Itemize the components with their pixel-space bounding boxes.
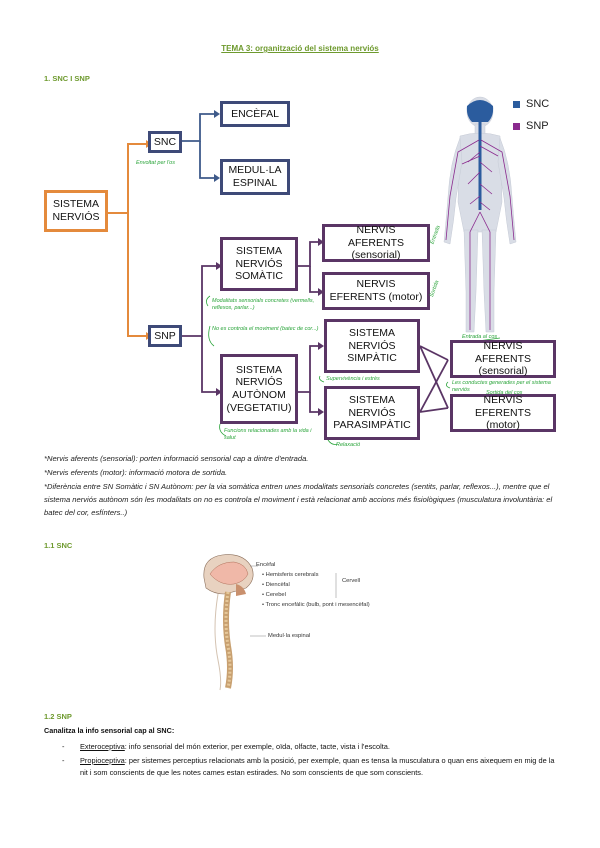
brain-label-cervell: Cervell bbox=[342, 578, 361, 584]
bullet-dash-2: - bbox=[62, 756, 65, 765]
box-nervis-aferents-autonom: NERVIS AFERENTS (sensorial) bbox=[450, 340, 556, 378]
brain-label-tronc-text: Tronc encefàlic (bulb, pont i mesencèfal… bbox=[265, 602, 370, 608]
hand-note-envoltat: Envoltat per l'os bbox=[136, 160, 175, 166]
hand-note-supervivencia: Supervivència i estrès bbox=[326, 376, 380, 382]
hand-note-relaxacio: Relaxació bbox=[336, 442, 361, 448]
box-sistema-parasimpatic: SISTEMA NERVIÓS PARASIMPÀTIC bbox=[324, 386, 420, 440]
brain-label-cerebel-text: Cerebel bbox=[265, 592, 286, 598]
brain-label-lines bbox=[250, 565, 337, 637]
brain-label-tronc: • Tronc encefàlic (bulb, pont i mesencèf… bbox=[262, 602, 370, 608]
hand-note-entrada-cos: Entrada al cos bbox=[462, 334, 498, 340]
note-eferents: *Nervis eferents (motor): informació mot… bbox=[44, 468, 228, 477]
brain-label-encefal: Encèfal bbox=[256, 562, 276, 568]
box-snc: SNC bbox=[148, 131, 182, 153]
exteroceptiva-term: Exteroceptiva bbox=[80, 742, 125, 751]
box-medulla-espinal: MEDUL·LA ESPINAL bbox=[220, 159, 290, 195]
brain-label-hemisferis: • Hemisferis cerebrals bbox=[262, 572, 319, 578]
box-sistema-autonom: SISTEMA NERVIÓS AUTÒNOM (VEGETATIU) bbox=[220, 354, 298, 424]
hand-note-no-controla: No es controla el moviment (batec de cor… bbox=[212, 326, 319, 332]
spinal-cord-shape bbox=[478, 120, 482, 210]
legend-snc-label: SNC bbox=[526, 98, 550, 110]
legend-snp: SNP bbox=[513, 120, 549, 132]
snp-intro: Canalitza la info sensorial cap al SNC: bbox=[44, 726, 175, 735]
propioceptiva-text: : per sistemes perceptius relacionats am… bbox=[80, 756, 555, 777]
box-sistema-nervios: SISTEMA NERVIÓS bbox=[44, 190, 108, 232]
legend-snc-swatch bbox=[513, 100, 520, 108]
box-sistema-simpatic: SISTEMA NERVIÓS SIMPÀTIC bbox=[324, 319, 420, 373]
box-encefal: ENCÈFAL bbox=[220, 101, 290, 127]
section-heading-snc: 1.1 SNC bbox=[44, 541, 73, 550]
hand-note-funcions: Funcions relacionades amb la vida i salu… bbox=[224, 428, 312, 441]
box-nervis-eferents-autonom: NERVIS EFERENTS (motor) bbox=[450, 394, 556, 432]
brain-label-diencefal: • Diencèfal bbox=[262, 582, 290, 588]
box-sistema-somatic: SISTEMA NERVIÓS SOMÀTIC bbox=[220, 237, 298, 291]
propioceptiva-term: Propioceptiva bbox=[80, 756, 125, 765]
brain-label-cerebel: • Cerebel bbox=[262, 592, 286, 598]
section-heading-snc-snp: 1. SNC I SNP bbox=[44, 74, 90, 83]
note-aferents: *Nervis aferents (sensorial): porten inf… bbox=[44, 454, 309, 463]
brain-label-medulla: Medul·la espinal bbox=[268, 633, 311, 639]
box-nervis-aferents-somatic: NERVIS AFERENTS (sensorial) bbox=[322, 224, 430, 262]
brain-label-hemisferis-text: Hemisferis cerebrals bbox=[265, 572, 319, 578]
legend-snp-label: SNP bbox=[526, 120, 549, 132]
box-snp: SNP bbox=[148, 325, 182, 347]
brain-shape bbox=[466, 100, 494, 122]
section-heading-snp: 1.2 SNP bbox=[44, 712, 72, 721]
hand-note-sortida-cos: Sortida del cos bbox=[486, 390, 523, 396]
legend-snc: SNC bbox=[513, 98, 549, 110]
human-body-figure bbox=[443, 96, 517, 333]
brain-spine-illustration bbox=[203, 554, 254, 691]
note-diferencia: *Diferència entre SN Somàtic i SN Autòno… bbox=[44, 482, 553, 517]
brain-label-diencefal-text: Diencèfal bbox=[265, 582, 290, 588]
hand-note-conductes: Les conductes generades per el sistema n… bbox=[452, 380, 551, 393]
hand-note-modalitats: Modalitats sensorials concretes (vermell… bbox=[212, 298, 315, 311]
snp-exteroceptiva: Exteroceptiva: info sensorial del món ex… bbox=[80, 741, 560, 753]
legend-snp-swatch bbox=[513, 122, 520, 130]
page-title: TEMA 3: organització del sistema nerviós bbox=[221, 44, 379, 53]
box-nervis-eferents-somatic: NERVIS EFERENTS (motor) bbox=[322, 272, 430, 310]
bullet-dash-1: - bbox=[62, 742, 65, 751]
exteroceptiva-text: : info sensorial del món exterior, per e… bbox=[124, 742, 390, 751]
snp-propioceptiva: Propioceptiva: per sistemes perceptius r… bbox=[80, 755, 558, 779]
